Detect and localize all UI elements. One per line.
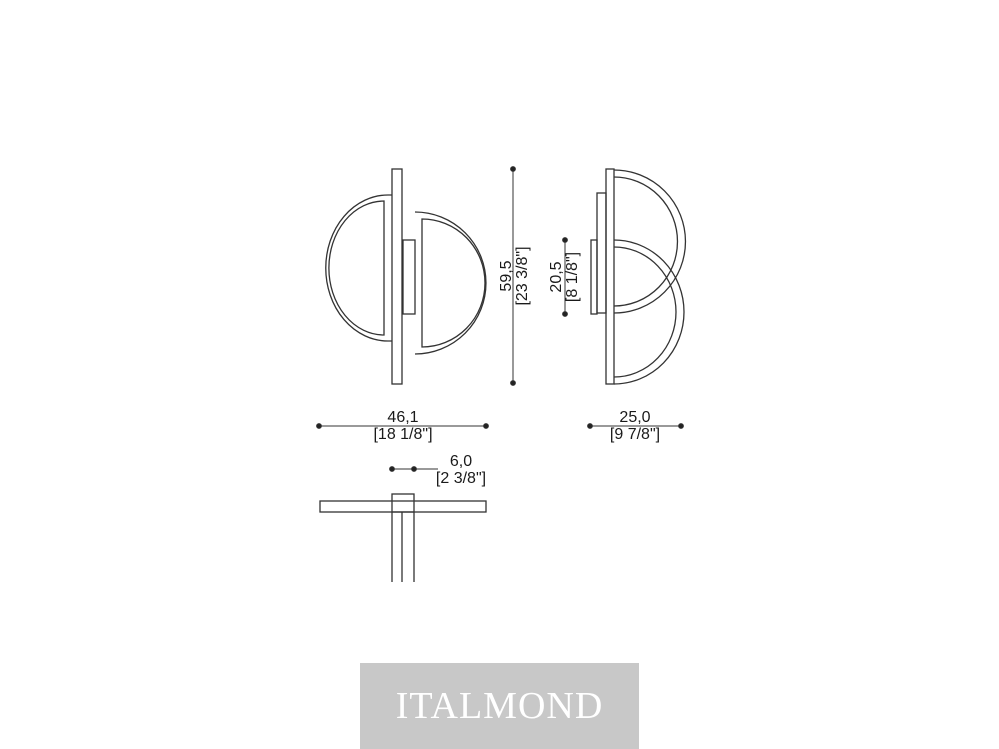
dim-height-total-line	[510, 166, 516, 386]
top-cross-bar	[319, 500, 487, 513]
side-mount	[596, 192, 607, 314]
dim-width-front-line	[316, 423, 489, 429]
top-plate-box	[391, 493, 415, 513]
side-view	[590, 168, 687, 385]
side-upper-half-disc	[613, 169, 687, 314]
height-total-cm: 59,5	[498, 260, 515, 291]
top-view	[319, 493, 487, 582]
dim-depth-side-line	[587, 423, 684, 429]
front-right-half-disc	[414, 211, 487, 355]
width-front-cm: 46,1	[387, 409, 418, 426]
front-left-plate	[391, 168, 403, 385]
brand-name: ITALMOND	[395, 685, 604, 727]
height-mount-cm: 20,5	[548, 261, 565, 292]
side-lower-half-disc-inner	[613, 246, 677, 378]
front-view	[325, 168, 487, 385]
dim-height-mount-line	[562, 237, 568, 317]
front-center-plate	[402, 239, 416, 315]
dim-plate-width-line	[389, 466, 438, 472]
front-left-half-disc-inner	[328, 200, 385, 336]
plate-width-in: [2 3/8"]	[436, 470, 486, 487]
side-upper-half-disc-inner	[613, 176, 679, 307]
front-right-half-disc-inner	[421, 218, 486, 348]
brand-logo: ITALMOND	[360, 663, 639, 749]
side-plate	[605, 168, 615, 385]
height-mount-in: [8 1/8"]	[564, 252, 581, 302]
side-mount-lower	[590, 239, 598, 315]
front-left-half-disc	[325, 194, 392, 342]
depth-side-in: [9 7/8"]	[610, 426, 660, 443]
height-total-in: [23 3/8"]	[514, 246, 531, 305]
width-front-in: [18 1/8"]	[373, 426, 432, 443]
plate-width-cm: 6,0	[450, 453, 472, 470]
side-lower-half-disc	[613, 239, 685, 385]
depth-side-cm: 25,0	[619, 409, 650, 426]
